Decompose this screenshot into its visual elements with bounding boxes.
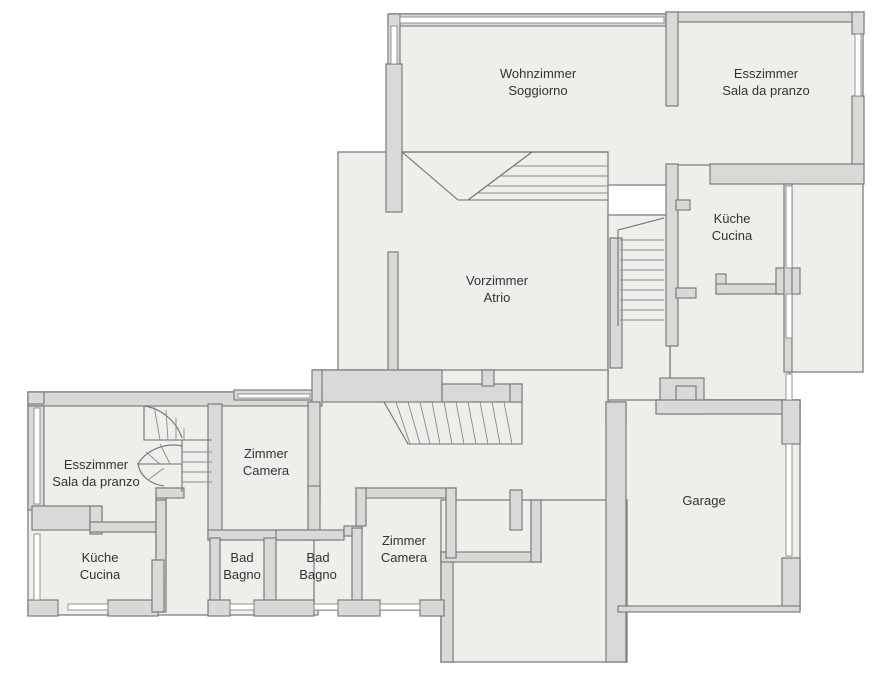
vorzimmer-label: Vorzimmer (466, 273, 529, 288)
bad-1-label: Bad (230, 550, 253, 565)
esszimmer-left-label-it: Sala da pranzo (52, 474, 139, 489)
kueche-left-label-it: Cucina (80, 567, 121, 582)
kueche-right-label-it: Cucina (712, 228, 753, 243)
bad-2-label-it: Bagno (299, 567, 337, 582)
atrium-floor (337, 151, 609, 373)
kueche-left-label: Küche (82, 550, 119, 565)
esszimmer-top-label: Esszimmer (734, 66, 799, 81)
room-labels: Wohnzimmer Soggiorno Esszimmer Sala da p… (52, 66, 809, 582)
wohnzimmer-label-it: Soggiorno (508, 83, 567, 98)
walls (27, 11, 865, 663)
zimmer-left-label-it: Camera (243, 463, 290, 478)
garage-label: Garage (682, 493, 725, 508)
esszimmer-top-label-it: Sala da pranzo (722, 83, 809, 98)
kueche-right-label: Küche (714, 211, 751, 226)
stair-spiral-left (137, 405, 212, 492)
stair-right (617, 217, 665, 326)
zimmer-right-label-it: Camera (381, 550, 428, 565)
zimmer-right-label: Zimmer (382, 533, 427, 548)
stairs (137, 151, 665, 492)
east-wing-floor (789, 181, 864, 373)
stair-middle (383, 401, 523, 445)
wohnzimmer-label: Wohnzimmer (500, 66, 577, 81)
garage-floor (607, 399, 801, 611)
bad-2-label: Bad (306, 550, 329, 565)
zimmer-left-label: Zimmer (244, 446, 289, 461)
esszimmer-left-label: Esszimmer (64, 457, 129, 472)
windows (33, 16, 862, 611)
vorzimmer-label-it: Atrio (484, 290, 511, 305)
bad-1-label-it: Bagno (223, 567, 261, 582)
stair-atrium-upper (401, 151, 608, 201)
